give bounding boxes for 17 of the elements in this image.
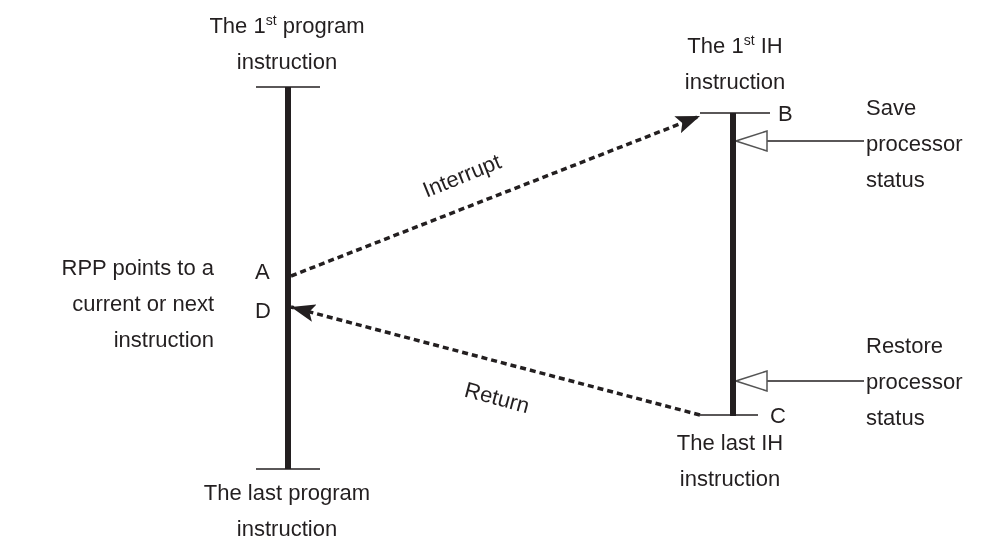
instruction-label: The last IH instruction <box>675 429 785 493</box>
instruction-label: The 1$^{st}$ program instruction <box>208 10 366 76</box>
instruction-label: The 1$^{st}$ IH instruction <box>683 30 787 96</box>
timeline-bar <box>256 86 320 470</box>
annotation-text: Restore processor status <box>866 332 964 432</box>
dashed-arrow <box>290 114 701 278</box>
point-letter: A <box>255 258 271 286</box>
point-letter: D <box>255 297 272 325</box>
annotation-text: Save processor status <box>866 94 964 194</box>
dashed-arrow <box>290 304 701 417</box>
timeline-bar <box>700 112 770 417</box>
point-letter: B <box>778 100 794 128</box>
arrow <box>735 130 865 152</box>
instruction-label: The last program instruction <box>202 479 372 542</box>
arrow <box>735 370 865 392</box>
note-text: RPP points to a current or next instruction <box>60 254 214 354</box>
point-letter: C <box>770 402 787 430</box>
